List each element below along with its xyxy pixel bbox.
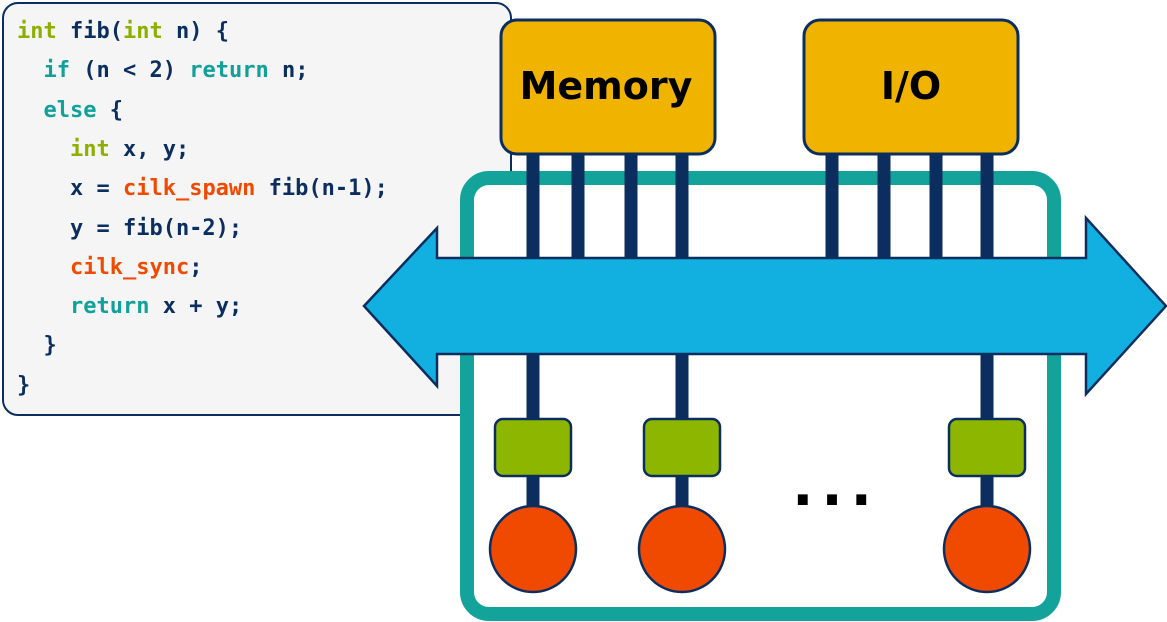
io-bus-wires xyxy=(825,150,994,262)
core-circle xyxy=(942,504,1032,594)
code-token: y = fib(n-2); xyxy=(17,215,243,241)
code-line: int fib(int n) { xyxy=(17,19,229,45)
code-line: return x + y; xyxy=(17,294,242,320)
code-line: } xyxy=(17,333,57,359)
code-keyword: int xyxy=(122,19,163,44)
code-token: ; xyxy=(189,254,203,280)
code-keyword: int xyxy=(17,19,57,44)
code-token: fib(n-1); xyxy=(255,176,388,202)
code-keyword: return xyxy=(189,58,269,84)
code-token: } xyxy=(17,333,57,359)
code-token: n) { xyxy=(162,19,229,44)
memory-bus-wires xyxy=(526,150,689,262)
code-token: n; xyxy=(268,58,309,84)
cache-block xyxy=(642,417,722,478)
code-keyword: else xyxy=(43,97,97,123)
code-keyword: cilk_sync xyxy=(69,254,190,280)
code-token: x + y; xyxy=(149,294,243,320)
bus-arrow xyxy=(362,214,1167,398)
code-token: } xyxy=(17,372,31,398)
more-cores-ellipsis: ... xyxy=(792,454,880,519)
code-line: x = cilk_spawn fib(n-1); xyxy=(17,176,388,202)
code-token: fib( xyxy=(56,19,123,44)
code-keyword: cilk_spawn xyxy=(122,176,256,202)
code-line: if (n < 2) return n; xyxy=(17,58,309,84)
io-box xyxy=(802,18,1020,156)
core-circle xyxy=(488,504,578,594)
code-line: int x, y; xyxy=(17,137,189,163)
memory-label: Memory xyxy=(520,64,693,108)
code-keyword: int xyxy=(69,136,110,162)
code-token: x, y; xyxy=(109,136,190,162)
cache-block xyxy=(947,417,1027,478)
memory-box xyxy=(499,18,717,156)
code-token: { xyxy=(96,97,123,123)
code-token: (n < 2) xyxy=(70,58,190,84)
code-line: else { xyxy=(17,98,123,124)
code-token: x = xyxy=(17,176,123,202)
cache-block xyxy=(493,417,573,478)
code-line: y = fib(n-2); xyxy=(17,216,242,242)
code-keyword: return xyxy=(69,294,150,320)
code-line: } xyxy=(17,373,30,399)
io-label: I/O xyxy=(881,64,941,108)
code-keyword: if xyxy=(43,58,71,84)
code-line: cilk_sync; xyxy=(17,255,202,281)
core-circle xyxy=(637,504,727,594)
